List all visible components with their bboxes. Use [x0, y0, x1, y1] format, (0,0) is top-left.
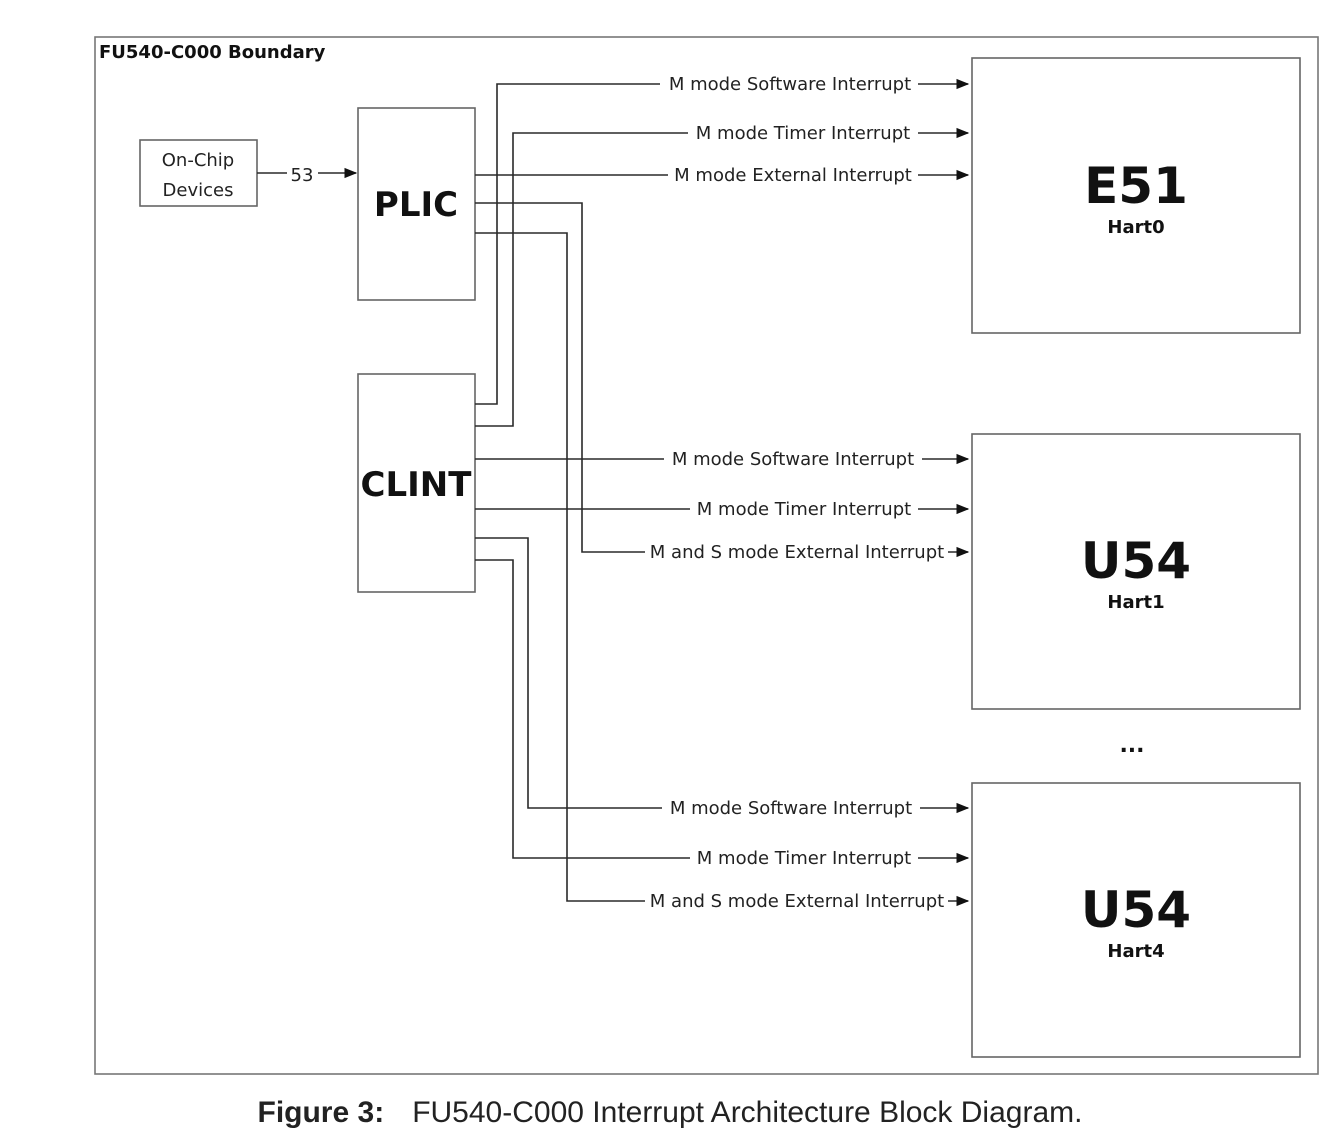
wire-clint-hart0-timer — [475, 132, 688, 427]
on-chip-label-line2: Devices — [163, 180, 234, 201]
signal-label-hart0-timer: M mode Timer Interrupt — [696, 123, 910, 144]
on-chip-label-line1: On-Chip — [162, 150, 234, 171]
caption-text: FU540-C000 Interrupt Architecture Block … — [412, 1096, 1083, 1129]
hart-ellipsis: ... — [1119, 733, 1144, 758]
wire-plic-hart4-external — [475, 232, 645, 902]
plic-label: PLIC — [374, 185, 458, 225]
signal-label-hart1-timer: M mode Timer Interrupt — [697, 499, 911, 520]
wire-plic-hart1-external — [475, 202, 645, 553]
hart0-core-label: E51 — [1084, 157, 1188, 215]
hart0-label: Hart0 — [1107, 217, 1164, 238]
hart4-core-label: U54 — [1081, 881, 1191, 939]
wire-clint-hart0-software — [475, 83, 660, 405]
signal-label-hart0-external: M mode External Interrupt — [674, 165, 912, 186]
figure-caption: Figure 3: FU540-C000 Interrupt Architectu… — [0, 1096, 1340, 1130]
hart1-box — [971, 433, 1301, 710]
plic-box — [357, 107, 476, 301]
chip-boundary — [94, 36, 1319, 1075]
hart1-core-label: U54 — [1081, 532, 1191, 590]
clint-box — [357, 373, 476, 593]
boundary-label: FU540-C000 Boundary — [99, 42, 326, 63]
hart4-box — [971, 782, 1301, 1058]
signal-label-hart4-external: M and S mode External Interrupt — [650, 891, 944, 912]
hart0-box — [971, 57, 1301, 334]
caption-label: Figure 3: — [257, 1096, 385, 1129]
signal-label-hart4-software: M mode Software Interrupt — [670, 798, 912, 819]
signal-label-hart1-software: M mode Software Interrupt — [672, 449, 914, 470]
bus-count-label: 53 — [291, 165, 314, 186]
wire-clint-hart4-software — [475, 537, 662, 809]
hart4-label: Hart4 — [1107, 941, 1164, 962]
clint-label: CLINT — [361, 465, 473, 505]
hart1-label: Hart1 — [1107, 592, 1164, 613]
signal-label-hart0-software: M mode Software Interrupt — [669, 74, 911, 95]
on-chip-devices-box — [139, 139, 258, 207]
wire-clint-hart4-timer — [475, 559, 690, 859]
signal-label-hart4-timer: M mode Timer Interrupt — [697, 848, 911, 869]
signal-label-hart1-external: M and S mode External Interrupt — [650, 542, 944, 563]
